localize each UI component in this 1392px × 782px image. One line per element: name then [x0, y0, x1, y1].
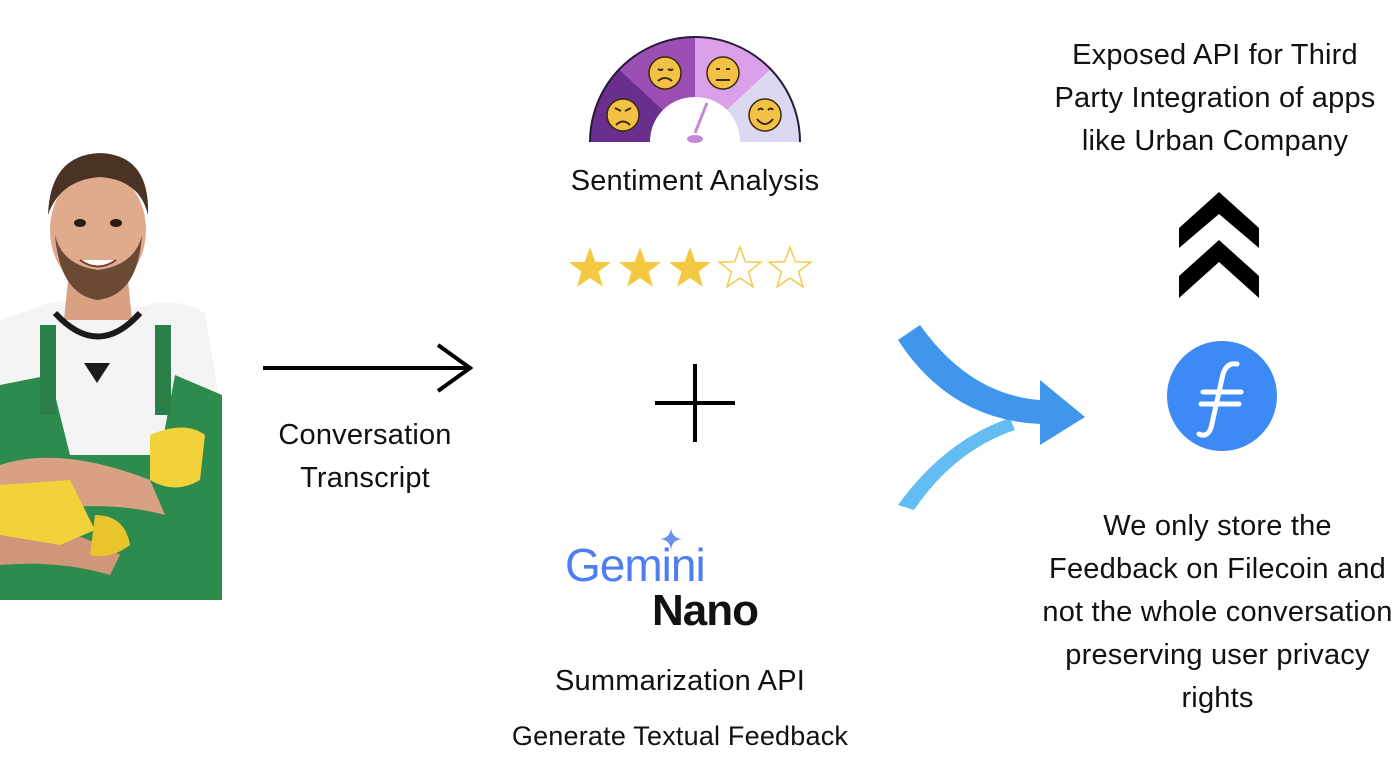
star-filled-icon	[669, 247, 711, 287]
merge-arrow-icon	[898, 325, 1085, 510]
star-empty-icon	[767, 244, 813, 289]
summarization-subtitle: Generate Textual Feedback	[511, 721, 849, 751]
star-empty-icon	[717, 244, 763, 289]
star-filled-icon	[569, 247, 611, 287]
filecoin-logo-icon	[1167, 341, 1277, 451]
summarization-api-title: Summarization API	[555, 665, 805, 697]
flow-arrow-right	[263, 343, 474, 393]
exposed-api-text: Exposed API for Third Party Integration …	[1054, 39, 1376, 157]
nano-logo-text: Nano	[652, 586, 759, 635]
worker-illustration	[0, 153, 222, 600]
plus-icon	[655, 364, 735, 442]
gemini-sparkle-icon	[660, 528, 682, 550]
star-rating	[569, 244, 813, 289]
gemini-logo-text: Gemini	[565, 539, 706, 591]
sentiment-gauge-icon	[589, 36, 801, 143]
double-chevron-up-icon	[1179, 192, 1259, 298]
filecoin-storage-text: We only store the Feedback on Filecoin a…	[1042, 510, 1392, 714]
star-filled-icon	[619, 247, 661, 287]
conversation-transcript-label: Conversation Transcript	[278, 419, 452, 494]
sentiment-analysis-title: Sentiment Analysis	[570, 165, 820, 197]
